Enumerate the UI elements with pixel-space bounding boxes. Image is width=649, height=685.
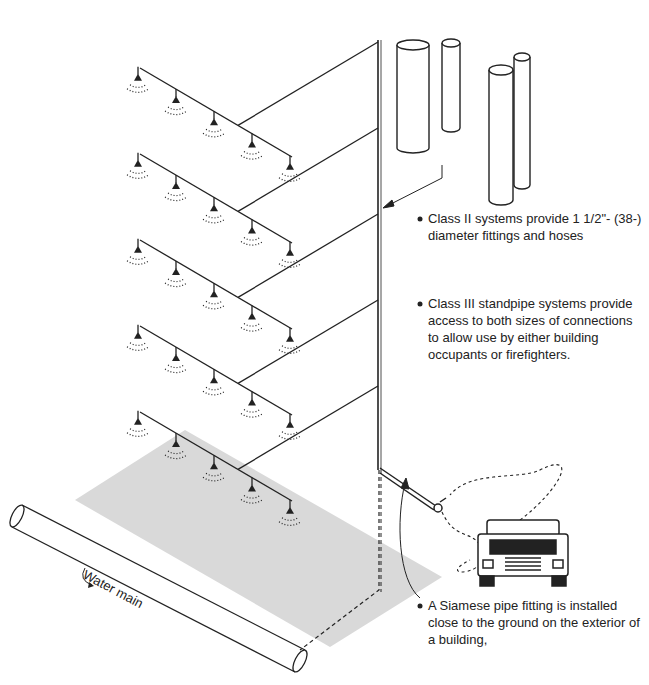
- sprinkler-head: [165, 175, 187, 201]
- sprinkler-head: [279, 156, 301, 182]
- branch-lines: [127, 42, 378, 525]
- sprinkler-head: [241, 392, 263, 418]
- sprinkler-head: [165, 89, 187, 115]
- sprinkler-head: [241, 134, 263, 160]
- sprinkler-head: [203, 197, 225, 223]
- sprinkler-head: [241, 306, 263, 332]
- callout-text: A Siamese pipe fitting is installed clos…: [428, 597, 643, 648]
- water-main: [7, 503, 310, 674]
- sprinkler-head: [203, 111, 225, 137]
- sprinkler-head: [127, 67, 149, 93]
- sprinkler-head: [241, 478, 263, 504]
- sprinkler-branch: [140, 326, 292, 415]
- feed-line: [238, 386, 378, 469]
- sprinkler-head: [279, 414, 301, 440]
- sprinkler-head: [127, 325, 149, 351]
- sprinkler-head: [165, 347, 187, 373]
- callout-text: Class III standpipe systems provide acce…: [428, 295, 643, 363]
- sprinkler-head: [203, 369, 225, 395]
- sprinkler-head: [203, 283, 225, 309]
- hose-cylinders: [397, 39, 530, 205]
- sprinkler-head: [165, 261, 187, 287]
- sprinkler-branch: [140, 240, 292, 329]
- sprinkler-head: [203, 455, 225, 481]
- sprinkler-head: [279, 242, 301, 268]
- riser-pipe: [300, 40, 381, 650]
- sprinkler-branch: [140, 154, 292, 243]
- sprinkler-head: [127, 239, 149, 265]
- sprinkler-head: [127, 411, 149, 437]
- sprinkler-head: [127, 153, 149, 179]
- sprinkler-branch: [140, 68, 292, 157]
- feed-line: [238, 300, 378, 383]
- sprinkler-branch: [140, 412, 292, 501]
- feed-line: [238, 214, 378, 297]
- sprinkler-head: [241, 220, 263, 246]
- ground-plane: [75, 430, 442, 647]
- fire-truck: [478, 520, 568, 586]
- sprinkler-head: [279, 500, 301, 525]
- feed-line: [238, 42, 378, 125]
- callout-text: Class II systems provide 1 1/2"- (38-) d…: [428, 210, 643, 244]
- feed-line: [238, 128, 378, 211]
- sprinkler-head: [165, 433, 187, 459]
- sprinkler-head: [279, 328, 301, 354]
- bullets: [418, 217, 423, 609]
